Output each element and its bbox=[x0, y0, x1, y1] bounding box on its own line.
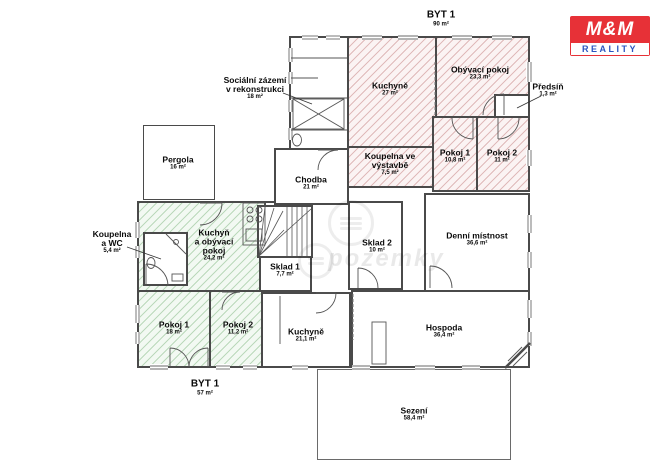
room-sezeni bbox=[317, 369, 511, 460]
room-name: Pergola bbox=[162, 154, 194, 165]
room-pergola bbox=[143, 125, 215, 200]
room-name: Koupelna ve bbox=[364, 150, 416, 161]
room-name: v rekonstrukci bbox=[225, 83, 285, 94]
room-area: 10,8 m² bbox=[444, 157, 466, 164]
room-label-predsin: Předsíň 1,3 m² bbox=[532, 82, 563, 97]
room-label-hospoda: Hospoda 36,4 m² bbox=[426, 323, 462, 338]
room-name: výstavbě bbox=[371, 159, 409, 170]
room-area: 11 m² bbox=[494, 157, 510, 164]
room-name: pokoj bbox=[202, 245, 226, 256]
room-label-sklad1: Sklad 1 7,7 m² bbox=[270, 262, 300, 277]
window-icons bbox=[134, 34, 532, 371]
room-area: 23,3 m² bbox=[469, 74, 491, 81]
room-label-pokoj1-lower: Pokoj 1 18 m² bbox=[159, 320, 189, 335]
room-name: Pokoj 2 bbox=[486, 147, 518, 158]
room-area: 21,1 m² bbox=[295, 336, 317, 343]
room-area: 27 m² bbox=[382, 90, 398, 97]
room-label-kuchyn-obyvaci: Kuchyň a obývací pokoj 24,2 m² bbox=[195, 228, 234, 261]
room-name: Pokoj 1 bbox=[158, 319, 190, 330]
section-area: 90 m² bbox=[433, 21, 449, 28]
room-name: Chodba bbox=[295, 174, 327, 185]
section-label-byt1-top: BYT 1 90 m² bbox=[426, 9, 456, 28]
room-name: Denní místnost bbox=[446, 230, 508, 241]
room-name: Sklad 1 bbox=[270, 261, 300, 272]
room-area: 7,5 m² bbox=[381, 169, 399, 176]
section-name: BYT 1 bbox=[190, 378, 220, 390]
room-label-pokoj2-upper: Pokoj 2 11 m² bbox=[487, 148, 517, 163]
watermark-logo-icon bbox=[298, 243, 334, 279]
room-label-obyvaci-pokoj: Obývací pokoj 23,3 m² bbox=[451, 65, 509, 80]
room-name: Sezení bbox=[400, 405, 428, 416]
room-label-sezeni: Sezení 58,4 m² bbox=[401, 406, 428, 421]
room-area: 18 m² bbox=[247, 93, 263, 100]
room-name: Sklad 2 bbox=[362, 237, 392, 248]
section-name: BYT 1 bbox=[426, 9, 456, 21]
bathroom-fixture-icons bbox=[146, 57, 347, 282]
room-area: 1,3 m² bbox=[539, 91, 557, 98]
room-name: Obývací pokoj bbox=[450, 64, 510, 75]
door-icons bbox=[145, 93, 528, 368]
room-name: Kuchyně bbox=[372, 80, 408, 91]
room-label-denni-mistnost: Denní místnost 36,6 m² bbox=[446, 231, 507, 246]
room-pokoj1-lower bbox=[137, 290, 211, 368]
room-kuchyne-upper bbox=[347, 36, 437, 148]
staircase-icon bbox=[258, 206, 312, 257]
room-label-kuchyne-upper: Kuchyně 27 m² bbox=[372, 81, 408, 96]
room-socialni-zazemi bbox=[289, 36, 349, 152]
dashed-lines bbox=[352, 62, 436, 340]
room-koupelna-wc bbox=[143, 232, 188, 286]
room-label-koupelna-vystavba: Koupelna ve výstavbě 7,5 m² bbox=[365, 152, 416, 176]
bay-wall bbox=[504, 342, 531, 369]
room-label-pokoj2-lower: Pokoj 2 11,2 m² bbox=[223, 320, 253, 335]
room-area: 16 m² bbox=[170, 164, 186, 171]
room-pokoj2-upper bbox=[476, 116, 530, 192]
room-chodba bbox=[274, 148, 349, 205]
room-hospoda bbox=[351, 290, 530, 368]
room-area: 36,4 m² bbox=[433, 332, 455, 339]
room-area: 58,4 m² bbox=[403, 415, 425, 422]
room-name: Koupelna bbox=[92, 228, 132, 239]
kitchen-fixture-icons bbox=[242, 202, 387, 365]
room-name: a obývací bbox=[194, 236, 234, 247]
room-label-kuchyne-lower: Kuchyně 21,1 m² bbox=[288, 327, 324, 342]
room-name: a WC bbox=[101, 237, 123, 248]
room-name: Pokoj 1 bbox=[439, 147, 471, 158]
wall-segments bbox=[266, 188, 349, 203]
room-area: 21 m² bbox=[303, 184, 319, 191]
room-kuchyne-lower bbox=[261, 292, 351, 368]
room-pokoj2-lower bbox=[209, 290, 267, 368]
room-label-koupelna-wc: Koupelna a WC 5,4 m² bbox=[93, 230, 132, 254]
room-area: 24,2 m² bbox=[203, 255, 225, 262]
room-area: 18 m² bbox=[166, 329, 182, 336]
room-name: Kuchyně bbox=[288, 326, 324, 337]
logo-reality-text: REALITY bbox=[571, 43, 649, 55]
room-name: Předsíň bbox=[532, 81, 564, 92]
room-name: Pokoj 2 bbox=[222, 319, 254, 330]
room-label-pokoj1-upper: Pokoj 1 10,8 m² bbox=[440, 148, 470, 163]
room-label-pergola: Pergola 16 m² bbox=[162, 155, 193, 170]
section-label-byt1-bottom: BYT 1 57 m² bbox=[190, 378, 220, 397]
room-area: 11,2 m² bbox=[227, 329, 249, 336]
watermark-text: pozemky bbox=[328, 245, 445, 272]
room-name: Hospoda bbox=[425, 322, 463, 333]
room-koupelna-vystavba bbox=[347, 146, 435, 188]
room-area: 36,6 m² bbox=[466, 240, 488, 247]
logo-mm-text: M&M bbox=[585, 18, 635, 40]
room-name: Kuchyň bbox=[198, 227, 230, 238]
section-area: 57 m² bbox=[197, 390, 213, 397]
room-label-sklad2: Sklad 2 10 m² bbox=[362, 238, 392, 253]
room-area: 10 m² bbox=[369, 247, 385, 254]
watermark-logo-icon bbox=[328, 200, 374, 246]
room-name: Sociální zázemí bbox=[223, 74, 287, 85]
room-area: 5,4 m² bbox=[103, 247, 121, 254]
room-area: 7,7 m² bbox=[276, 271, 294, 278]
mm-reality-logo: M&M REALITY bbox=[570, 16, 650, 56]
room-predsin bbox=[494, 94, 530, 118]
label-leader-lines bbox=[126, 92, 542, 260]
watermark: pozemky bbox=[290, 195, 490, 280]
room-label-socialni-zazemi: Sociální zázemí v rekonstrukci 18 m² bbox=[224, 76, 287, 100]
room-label-chodba: Chodba 21 m² bbox=[295, 175, 327, 190]
